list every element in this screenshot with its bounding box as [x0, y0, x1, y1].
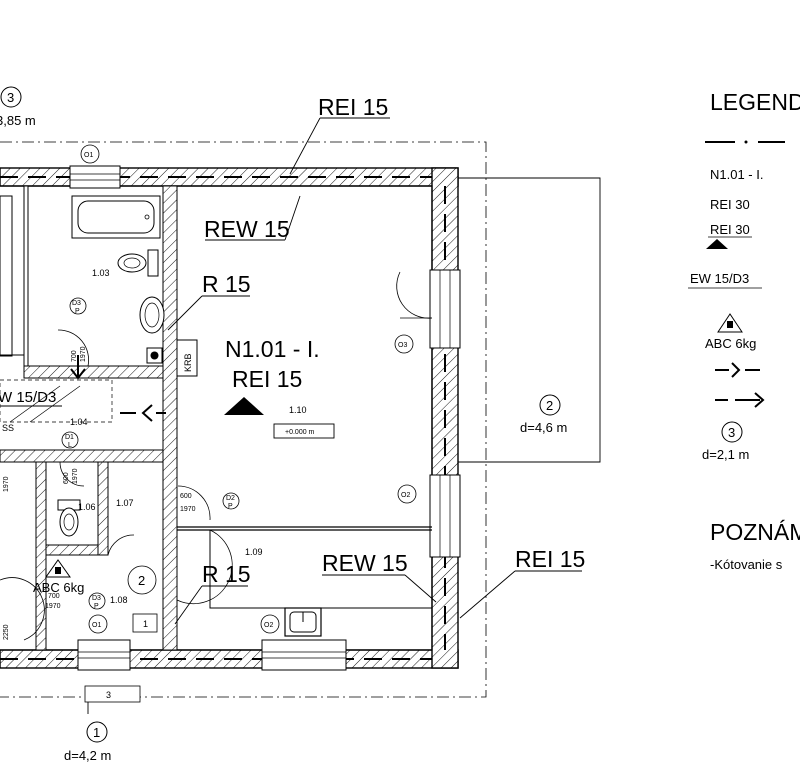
wall-ew-left: W 15/D3	[0, 389, 56, 406]
wall-r-upper: R 15	[202, 271, 251, 297]
legend-extinguisher-icon	[717, 313, 743, 333]
wall-rei-top: REI 15	[318, 94, 388, 120]
escape-route	[70, 355, 166, 422]
room-1-10: 1.10	[289, 405, 307, 415]
door-dim-600b: 600	[180, 493, 192, 500]
notes-text: -Kótovanie s	[710, 557, 783, 572]
notes: POZNÁM -Kótovanie s	[710, 519, 800, 572]
distance-3-number: 3	[7, 90, 14, 105]
opening-tags	[61, 144, 417, 634]
door-d1: D1	[65, 434, 74, 441]
extinguisher-label: ABC 6kg	[33, 580, 84, 595]
opening-o2-bottom: O2	[264, 622, 273, 629]
door-dim-600a: 600	[63, 472, 70, 484]
door-dim-700: 700	[71, 350, 78, 362]
extinguisher-icon	[45, 559, 71, 578]
bathtub	[71, 195, 161, 239]
legend: LEGEND N1.01 - I. REI 30 REI 30 EW 15/D3…	[688, 89, 800, 462]
opening-o1-top: O1	[84, 152, 93, 159]
door-d3-top: D3	[72, 300, 81, 307]
room-1-03: 1.03	[92, 268, 110, 278]
toilet-2	[57, 499, 81, 537]
wall-r-lower: R 15	[202, 561, 251, 587]
distance-circles	[0, 86, 561, 743]
legend-distance-number: 3	[728, 425, 735, 440]
krb-label: KRB	[183, 353, 193, 372]
windows	[69, 165, 461, 671]
legend-distance-value: d=2,1 m	[702, 447, 749, 462]
distance-3-value: 3,85 m	[0, 113, 36, 128]
door-p-top: P	[75, 308, 80, 315]
door-d2: D2	[226, 495, 235, 502]
legend-rei30-b: REI 30	[710, 222, 750, 237]
door-dim-1970b: 1970	[180, 506, 196, 513]
marker-1: 1	[143, 619, 148, 629]
legend-escape-arrow-icon	[715, 362, 760, 378]
stove: 2 1	[127, 565, 158, 633]
door-dim-1970c: 1970	[45, 603, 61, 610]
boiler	[146, 347, 163, 364]
room-1-06: 1.06	[78, 502, 96, 512]
legend-compartment: N1.01 - I.	[710, 167, 763, 182]
ss-label: SS	[2, 423, 14, 433]
kitchen-sink	[284, 607, 322, 637]
room-1-07: 1.07	[116, 498, 134, 508]
distance-2-value: d=4,6 m	[520, 420, 567, 435]
door-p-bottom: P	[94, 603, 99, 610]
opening-o3: O3	[398, 342, 407, 349]
door-dim-1970a: 1970	[72, 468, 79, 484]
door-side-2250: 2250	[3, 624, 10, 640]
opening-o1-bottom: O1	[92, 622, 101, 629]
door-side-1970: 1970	[3, 476, 10, 492]
legend-ew: EW 15/D3	[690, 271, 749, 286]
distance-1-value: d=4,2 m	[64, 748, 111, 763]
legend-dashed-arrow-icon	[715, 392, 765, 408]
ew-hallway	[0, 379, 113, 423]
compartment-boundary	[0, 141, 487, 698]
wall-rew-lower: REW 15	[322, 550, 408, 576]
bottom-box-label: 3	[106, 690, 111, 700]
compartment-label: N1.01 - I.	[225, 336, 320, 362]
legend-triangle-icon	[706, 239, 728, 249]
notes-title: POZNÁM	[710, 519, 800, 545]
compartment-marker-icon	[224, 397, 264, 415]
marker-2: 2	[138, 573, 145, 588]
krb-box: KRB	[176, 339, 198, 377]
legend-title: LEGEND	[710, 89, 800, 115]
room-1-08: 1.08	[110, 595, 128, 605]
door-p-d2: P	[228, 503, 233, 510]
washbasin-1	[139, 296, 165, 334]
wall-rew-upper: REW 15	[204, 216, 290, 242]
opening-o2-right: O2	[401, 492, 410, 499]
legend-abc: ABC 6kg	[705, 336, 756, 351]
door-dim-700c: 700	[48, 593, 60, 600]
door-swings	[0, 271, 433, 641]
level-label: +0.000 m	[285, 429, 315, 436]
wall-rei-right: REI 15	[515, 546, 585, 572]
level-box: +0.000 m	[273, 423, 335, 439]
legend-rei30-a: REI 30	[710, 197, 750, 212]
room-1-09: 1.09	[245, 547, 263, 557]
door-d3-bottom: D3	[92, 595, 101, 602]
door-l: L	[68, 442, 72, 449]
toilet-1	[117, 249, 159, 277]
compartment-class: REI 15	[232, 366, 302, 392]
door-dim-1970: 1970	[80, 346, 87, 362]
bottom-dimension: 3	[84, 685, 141, 703]
distance-1-number: 1	[93, 725, 100, 740]
interior-walls	[0, 185, 432, 651]
leader-lines	[87, 117, 601, 714]
distance-2-number: 2	[546, 398, 553, 413]
room-1-04: 1.04	[70, 417, 88, 427]
